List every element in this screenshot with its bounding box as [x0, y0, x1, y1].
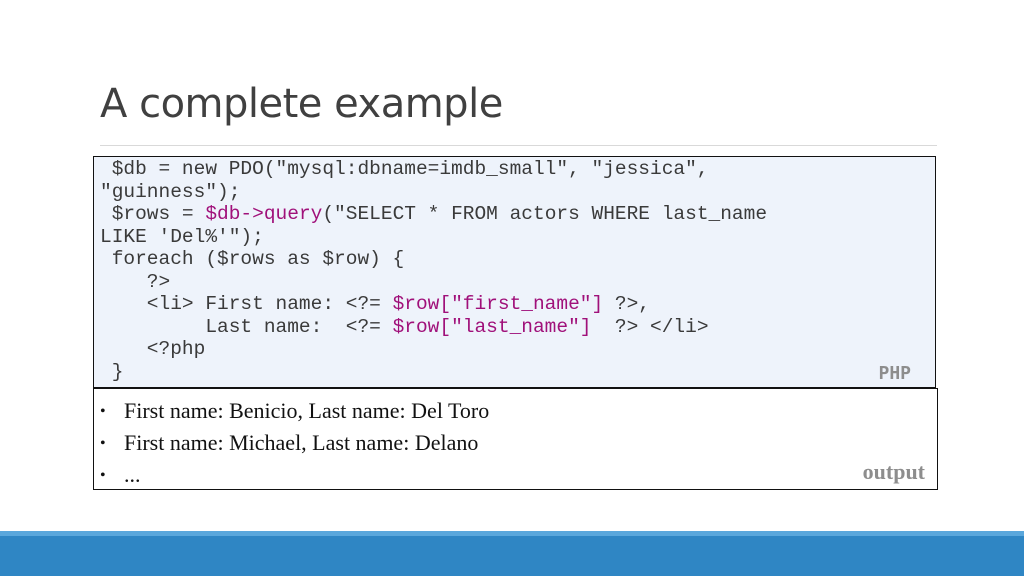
code-line: $rows = $db->query("SELECT * FROM actors… — [100, 203, 935, 226]
footer-bar — [0, 531, 1024, 576]
code-text: } — [100, 360, 124, 383]
php-language-label: PHP — [878, 363, 911, 384]
output-panel: • First name: Benicio, Last name: Del Tor… — [93, 388, 938, 490]
code-text: "guinness"); — [100, 180, 241, 203]
code-line: } — [100, 361, 935, 384]
bullet-icon: • — [100, 467, 106, 484]
bullet-icon: • — [100, 403, 106, 420]
code-highlight: $db->query — [205, 203, 323, 225]
code-text: foreach ($rows as $row) { — [100, 248, 405, 270]
code-line: ?> — [100, 271, 935, 294]
code-text: ?> — [100, 270, 171, 293]
code-text: ("SELECT * FROM actors WHERE last_name — [322, 203, 768, 225]
code-line: Last name: <?= $row["last_name"] ?> </li… — [100, 316, 935, 339]
code-line: <?php — [100, 338, 935, 361]
output-list-item: •... — [100, 459, 937, 491]
code-text: <li> First name: <?= — [100, 293, 393, 315]
code-highlight: $row["last_name"] — [392, 315, 592, 338]
output-item-text: First name: Benicio, Last name: Del Toro — [124, 398, 490, 423]
code-text: $db = new PDO("mysql:dbname=imdb_small",… — [100, 158, 709, 180]
code-line: $db = new PDO("mysql:dbname=imdb_small",… — [100, 158, 935, 181]
output-list: • First name: Benicio, Last name: Del Tor… — [100, 395, 937, 491]
php-code-block: $db = new PDO("mysql:dbname=imdb_small",… — [93, 156, 936, 388]
code-line: <li> First name: <?= $row["first_name"] … — [100, 293, 935, 316]
bullet-icon: • — [100, 435, 106, 452]
code-highlight: $row["first_name"] — [392, 293, 604, 315]
code-text: <?php — [100, 338, 206, 360]
code-text: ?>, — [603, 293, 651, 315]
code-line: foreach ($rows as $row) { — [100, 248, 935, 271]
code-text: $rows = — [100, 203, 206, 225]
output-list-item: • First name: Michael, Last name: Delano — [100, 427, 937, 459]
slide-title: A complete example — [100, 81, 503, 127]
code-text: ?> </li> — [591, 315, 709, 338]
code-lines: $db = new PDO("mysql:dbname=imdb_small",… — [100, 158, 935, 383]
output-label: output — [862, 459, 925, 484]
title-divider — [100, 145, 937, 146]
code-line: LIKE 'Del%'"); — [100, 226, 935, 249]
output-list-item: • First name: Benicio, Last name: Del Tor… — [100, 395, 937, 427]
output-item-text: First name: Michael, Last name: Delano — [124, 430, 479, 455]
output-item-text: ... — [124, 462, 141, 487]
code-line: "guinness"); — [100, 181, 935, 204]
code-text: Last name: <?= — [100, 315, 393, 338]
code-text: LIKE 'Del%'"); — [100, 225, 264, 248]
